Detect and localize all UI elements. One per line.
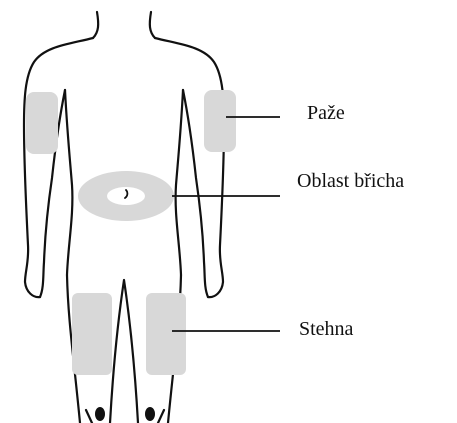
neck-right: [150, 12, 155, 38]
right-foot-line: [158, 410, 164, 423]
right-arm-zone: [204, 90, 236, 152]
left-thigh-zone: [72, 293, 112, 375]
left-arm-zone: [26, 92, 58, 154]
right-torso: [176, 90, 183, 275]
left-torso: [65, 90, 72, 275]
thigh-label: Stehna: [299, 318, 354, 340]
left-foot-mark: [95, 407, 105, 421]
abdomen-label: Oblast břicha: [297, 170, 404, 192]
left-outer-arm: [24, 38, 93, 297]
arm-label: Paže: [307, 102, 345, 124]
right-foot-mark: [145, 407, 155, 421]
right-outer-arm: [155, 38, 224, 297]
navel-mark: [125, 190, 127, 198]
left-foot-line: [86, 410, 92, 423]
neck-left: [93, 12, 98, 38]
right-thigh-zone: [146, 293, 186, 375]
inner-legs: [110, 280, 138, 423]
